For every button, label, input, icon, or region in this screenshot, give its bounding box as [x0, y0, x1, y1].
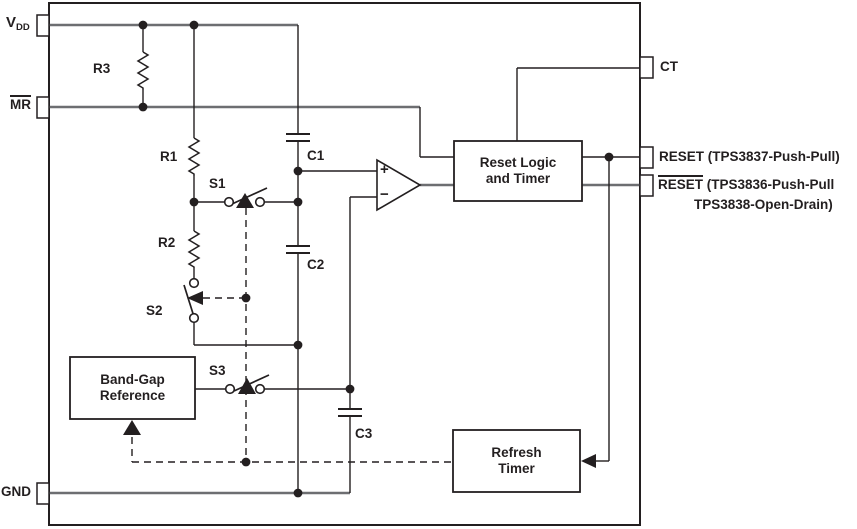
- switch-s1-blade: [231, 187, 268, 205]
- comparator: [376, 158, 422, 212]
- refresh-timer-block: [452, 429, 581, 493]
- reset-bar-label-detail2: TPS3838-Open-Drain): [694, 197, 833, 212]
- ct-label-text: CT: [660, 59, 678, 74]
- gnd-pin: [36, 482, 50, 505]
- switch-s3-blade: [233, 374, 270, 392]
- device-outline: [48, 2, 641, 526]
- capacitor-c2-label: C2: [307, 257, 325, 272]
- reset-bar-pin-label: RESET (TPS3836-Push-Pull: [658, 178, 834, 192]
- ct-pin-label: CT: [660, 60, 678, 74]
- resistor-r2-label: R2: [158, 235, 176, 250]
- comparator-minus-sign: −: [380, 186, 389, 203]
- reset-label-detail: (TPS3837-Push-Pull): [704, 149, 840, 164]
- ct-pin: [639, 56, 654, 79]
- resistor-r3: [136, 51, 150, 90]
- reset-bar-label-detail: (TPS3836-Push-Pull: [703, 177, 835, 192]
- control-arrows: [123, 193, 596, 468]
- resistor-r1-label: R1: [160, 149, 178, 164]
- mr-pin: [36, 96, 50, 119]
- switch-contacts: [188, 196, 266, 395]
- switch-s1-label: S1: [209, 176, 226, 191]
- power-rails: [49, 23, 640, 495]
- signal-wires: [142, 25, 640, 493]
- reset-bar-pin: [639, 174, 654, 197]
- resistor-r3-label: R3: [93, 61, 111, 76]
- capacitor-c2: [286, 245, 310, 254]
- reset-bar-label-name: RESET: [658, 177, 704, 192]
- mr-pin-label: MR: [10, 98, 31, 112]
- pin-boxes: [36, 14, 654, 505]
- reset-pin: [639, 146, 654, 169]
- reset-logic-block: [453, 140, 583, 202]
- gnd-pin-label: GND: [1, 485, 31, 499]
- vdd-pin-label: VDD: [6, 14, 30, 35]
- capacitors: [286, 133, 362, 417]
- band-gap-arrow: [123, 420, 141, 435]
- vdd-label-sub: DD: [16, 22, 30, 33]
- comparator-plus-sign: +: [380, 161, 389, 178]
- capacitor-c1: [286, 133, 310, 142]
- gnd-label-text: GND: [1, 484, 31, 499]
- band-gap-block: [69, 356, 196, 420]
- capacitor-c1-label: C1: [307, 148, 325, 163]
- reset-pin-label: RESET (TPS3837-Push-Pull): [659, 150, 840, 164]
- junction-dots: [138, 20, 614, 498]
- vdd-label-base: V: [6, 14, 17, 31]
- mr-label-text: MR: [10, 97, 31, 112]
- switch-s1-arrow: [236, 193, 254, 208]
- reset-bar-pin-label-line2: TPS3838-Open-Drain): [694, 198, 833, 212]
- switch-s2-label: S2: [146, 303, 163, 318]
- resistor-r1: [187, 137, 201, 176]
- resistor-r2: [187, 230, 201, 268]
- reset-label-name: RESET: [659, 149, 705, 164]
- switch-control-net: [131, 208, 453, 463]
- refresh-feedback-arrow: [581, 454, 596, 468]
- capacitor-c3: [338, 408, 362, 417]
- switch-s3-label: S3: [209, 363, 226, 378]
- vdd-pin: [36, 14, 50, 37]
- switch-s3-arrow: [238, 378, 256, 394]
- capacitor-c3-label: C3: [355, 426, 373, 441]
- switch-s2-arrow: [187, 291, 203, 305]
